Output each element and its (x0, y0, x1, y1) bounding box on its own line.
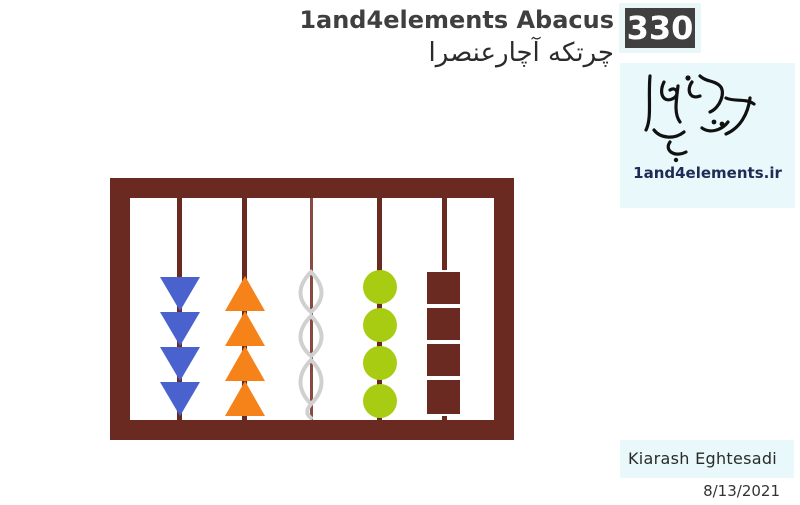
orange-triangle-bead (225, 381, 265, 416)
logo-calligraphy-icon (644, 74, 756, 163)
number-badge: 330 (619, 3, 701, 53)
abacus-frame-left (110, 178, 130, 440)
date-text: 8/13/2021 (703, 482, 780, 500)
blue-triangle-bead (160, 277, 200, 311)
blue-triangle-bead (160, 312, 200, 346)
page-title: 1and4elements Abacus (299, 6, 614, 34)
abacus-frame (110, 178, 514, 440)
author-box: Kiarash Eghtesadi (620, 440, 794, 478)
blue-triangle-bead (160, 382, 200, 416)
abacus-frame-bottom (110, 420, 514, 440)
column-brown-squares (425, 270, 462, 416)
brown-square-bead (425, 270, 462, 306)
green-circle-bead (363, 270, 397, 304)
orange-triangle-bead (225, 346, 265, 381)
column-green-circles (363, 270, 397, 418)
abacus-frame-right (494, 178, 514, 440)
green-circle-bead (363, 384, 397, 418)
orange-triangle-bead (225, 276, 265, 311)
logo-url-text: 1and4elements.ir (633, 164, 782, 182)
column-wavy-beads (298, 269, 324, 420)
column-blue-triangles (160, 277, 200, 416)
brown-square-bead (425, 378, 462, 416)
column-orange-triangles (225, 276, 265, 416)
logo-card: 1and4elements.ir (620, 63, 795, 208)
green-circle-bead (363, 308, 397, 342)
orange-triangle-bead (225, 311, 265, 346)
page-subtitle-persian: چرتکه آچارعنصرا (428, 38, 614, 68)
green-circle-bead (363, 346, 397, 380)
number-value: 330 (625, 8, 695, 48)
wavy-bead-tail (305, 402, 313, 420)
blue-triangle-bead (160, 347, 200, 381)
brown-square-bead (425, 342, 462, 378)
brown-square-bead (425, 306, 462, 342)
wavy-bead (298, 313, 324, 359)
author-name: Kiarash Eghtesadi (628, 449, 778, 468)
wavy-bead (298, 269, 324, 315)
abacus-frame-top (110, 178, 514, 198)
